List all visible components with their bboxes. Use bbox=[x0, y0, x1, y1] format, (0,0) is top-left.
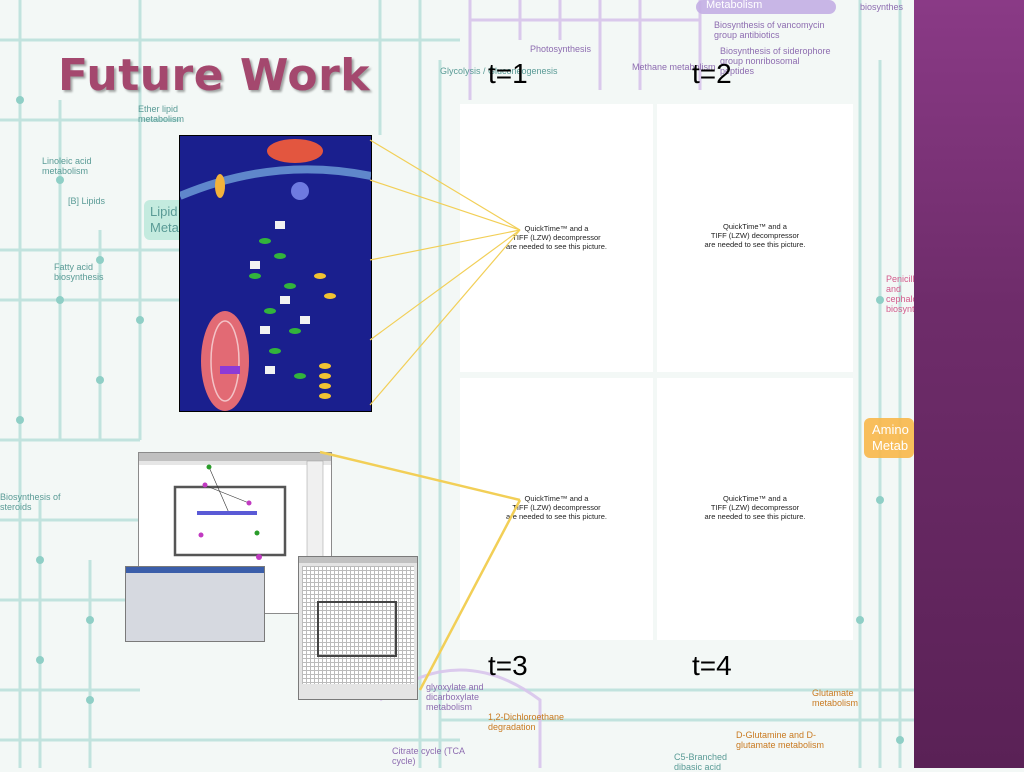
frame-t2-panel: QuickTime™ and a TIFF (LZW) decompressor… bbox=[657, 104, 853, 372]
properties-dialog bbox=[125, 566, 265, 642]
cell-pathway-drawing bbox=[178, 139, 372, 411]
time-label-t4: t=4 bbox=[692, 650, 732, 681]
time-label-t3: t=3 bbox=[488, 650, 528, 681]
map-label-methane: Methane metabolism bbox=[632, 62, 716, 72]
map-label-metabolism: Metabolism bbox=[706, 0, 763, 11]
map-label-fatty-acid: Fatty acid biosynthesis bbox=[54, 262, 104, 282]
cell-pathway-figure bbox=[178, 135, 372, 412]
map-label-tca: Citrate cycle (TCA cycle) bbox=[392, 746, 465, 766]
map-label-biosynthes: biosynthes bbox=[860, 2, 904, 12]
map-label-vancomycin: Biosynthesis of vancomycin group antibio… bbox=[714, 20, 825, 40]
quicktime-message: QuickTime™ and a TIFF (LZW) decompressor… bbox=[506, 224, 607, 251]
quicktime-message: QuickTime™ and a TIFF (LZW) decompressor… bbox=[506, 494, 607, 521]
metabolic-map-background bbox=[0, 0, 914, 768]
slide-title: Future Work bbox=[58, 50, 371, 101]
map-label-amino: Amino Metab bbox=[872, 422, 909, 453]
map-label-siderophore: Biosynthesis of siderophore group nonrib… bbox=[720, 46, 831, 76]
quicktime-message: QuickTime™ and a TIFF (LZW) decompressor… bbox=[704, 494, 806, 521]
map-label-steroids: Biosynthesis of steroids bbox=[0, 492, 61, 512]
map-label-dichloroethane: 1,2-Dichloroethane degradation bbox=[488, 712, 565, 732]
grid-window bbox=[298, 556, 418, 700]
map-label-ether-lipid: Ether lipid metabolism bbox=[138, 104, 185, 124]
quicktime-message: QuickTime™ and a TIFF (LZW) decompressor… bbox=[704, 222, 806, 249]
slide-side-bar bbox=[914, 0, 1024, 768]
map-label-glycolysis: Glycolysis / Gluconeogenesis bbox=[440, 66, 558, 76]
map-label-lipid-metab: Lipid Metab bbox=[150, 204, 186, 235]
map-label-glutamate: Glutamate metabolism bbox=[812, 688, 859, 708]
map-label-glyoxylate: glyoxylate and dicarboxylate metabolism bbox=[426, 682, 484, 712]
map-label-penicillin: Penicillin and cephalosporin biosynthesi… bbox=[886, 274, 914, 314]
time-label-t2: t=2 bbox=[692, 58, 732, 89]
time-label-t1: t=1 bbox=[488, 58, 528, 89]
map-label-lipids: [B] Lipids bbox=[68, 196, 106, 206]
map-label-linoleic: Linoleic acid metabolism bbox=[42, 156, 92, 176]
map-label-c5-branched: C5-Branched dibasic acid bbox=[674, 752, 728, 772]
frame-t1-panel: QuickTime™ and a TIFF (LZW) decompressor… bbox=[460, 104, 653, 372]
map-label-d-glutamine: D-Glutamine and D-glutamate metabolism bbox=[736, 730, 825, 750]
map-label-photosynthesis: Photosynthesis bbox=[530, 44, 592, 54]
frame-t4-panel: QuickTime™ and a TIFF (LZW) decompressor… bbox=[657, 378, 853, 640]
frame-t3-panel: QuickTime™ and a TIFF (LZW) decompressor… bbox=[460, 378, 653, 640]
